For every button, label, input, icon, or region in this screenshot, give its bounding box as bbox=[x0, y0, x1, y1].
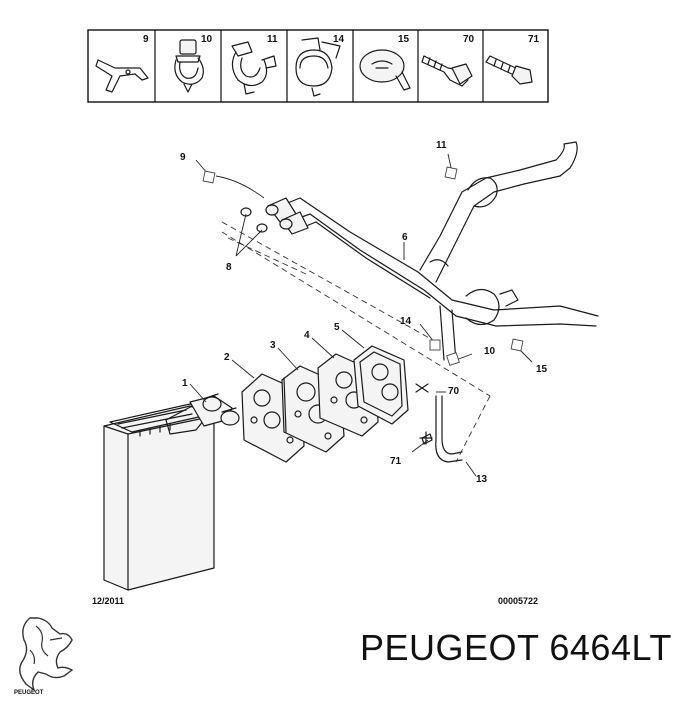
callout-marker bbox=[510, 338, 524, 352]
heater-assembly-drawing: 1 2 3 4 5 6 8 9 10 11 13 14 15 70 71 bbox=[103, 140, 599, 591]
logo-text: PEUGEOT bbox=[14, 690, 44, 696]
legend-cell-label: 11 bbox=[267, 34, 278, 45]
callout-number: 71 bbox=[390, 456, 402, 467]
callout-number: 2 bbox=[224, 352, 230, 363]
legend-cell-label: 71 bbox=[528, 34, 540, 45]
diagram-date: 12/2011 bbox=[92, 596, 124, 606]
callout-number: 5 bbox=[334, 322, 340, 333]
hose-clip-part-icon bbox=[174, 39, 204, 93]
callout-number: 10 bbox=[484, 346, 496, 357]
parts-legend: 9 10 11 14 15 70 71 bbox=[87, 29, 549, 103]
callout-marker bbox=[202, 170, 216, 184]
callout-number: 1 bbox=[182, 378, 188, 389]
callout-number: 6 bbox=[402, 232, 408, 243]
legend-cell-label: 9 bbox=[143, 34, 149, 45]
callout-number: 3 bbox=[270, 340, 276, 351]
callout-number: 4 bbox=[304, 330, 310, 341]
callout-number: 14 bbox=[400, 316, 412, 327]
push-pin-part-icon bbox=[359, 49, 411, 91]
legend-cell-label: 14 bbox=[333, 34, 345, 45]
pipe-clip-part-icon bbox=[231, 41, 277, 95]
callout-marker bbox=[444, 166, 458, 180]
callout-number: 9 bbox=[180, 152, 186, 163]
legend-cell-label: 70 bbox=[463, 34, 475, 45]
legend-cell-label: 10 bbox=[201, 34, 213, 45]
part-title: PEUGEOT 6464LT bbox=[360, 627, 672, 668]
peugeot-lion-logo: PEUGEOT bbox=[14, 617, 74, 696]
callout-number: 13 bbox=[476, 474, 488, 485]
pipe-13-part bbox=[421, 395, 463, 463]
callout-number: 8 bbox=[226, 262, 232, 273]
bolt-location-marker bbox=[419, 431, 433, 445]
o-ring-seals-part bbox=[240, 207, 268, 233]
callout-number: 15 bbox=[536, 364, 548, 375]
callout-marker bbox=[429, 339, 441, 351]
heater-pipes-part bbox=[265, 141, 599, 363]
bracket-part-icon bbox=[95, 59, 149, 93]
screw-part-icon bbox=[421, 55, 473, 87]
gasket-5-part bbox=[353, 345, 409, 425]
diagram-reference-number: 00005722 bbox=[498, 596, 538, 606]
callout-number: 11 bbox=[436, 140, 447, 151]
heater-matrix-part bbox=[103, 393, 240, 591]
legend-frame bbox=[87, 29, 549, 103]
bolt-part-icon bbox=[485, 55, 533, 85]
callout-marker bbox=[446, 352, 460, 366]
callout-number: 70 bbox=[448, 386, 460, 397]
double-clip-part-icon bbox=[295, 37, 341, 97]
legend-cell-label: 15 bbox=[398, 34, 410, 45]
screw-location-marker bbox=[415, 383, 429, 393]
